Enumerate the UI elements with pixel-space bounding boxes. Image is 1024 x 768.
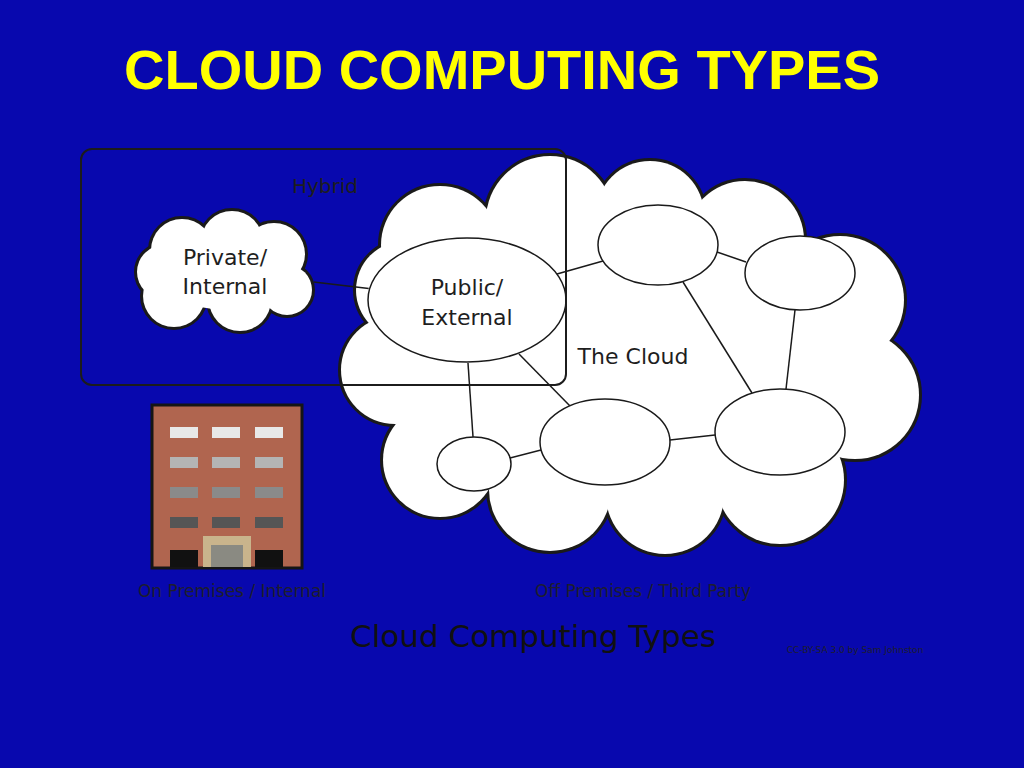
node-label: The Cloud xyxy=(553,343,713,371)
building-window xyxy=(170,487,198,498)
cloud-network xyxy=(437,205,855,491)
building-window xyxy=(212,517,240,528)
office-building xyxy=(152,405,302,568)
ellipse-shape xyxy=(368,238,566,362)
hybrid-box: HybridPrivate/ Internal xyxy=(80,148,567,386)
cloud-host xyxy=(715,389,845,475)
cloud-host xyxy=(437,437,511,491)
building-window xyxy=(255,457,283,468)
zone-label: On Premises / Internal xyxy=(82,580,382,602)
zone-label: Off Premises / Third Party xyxy=(473,580,813,602)
credit-note: CC-BY-SA 3.0 by Sam Johnston xyxy=(735,644,975,656)
network-line xyxy=(468,363,473,437)
diagram-caption: Cloud Computing Types xyxy=(273,618,793,654)
building-window xyxy=(255,550,283,567)
network-line xyxy=(683,282,752,393)
slide-title: CLOUD COMPUTING TYPES xyxy=(2,42,1002,98)
building-window xyxy=(255,487,283,498)
building-window xyxy=(170,550,198,567)
building-window xyxy=(255,427,283,438)
cloud-host xyxy=(745,236,855,310)
building-door xyxy=(211,545,243,567)
node-label: Private/ Internal xyxy=(165,243,285,301)
cloud-host xyxy=(598,205,718,285)
network-line xyxy=(557,261,603,274)
cloud-fill xyxy=(137,211,312,331)
cloud-outline xyxy=(135,209,315,334)
building-window xyxy=(255,517,283,528)
connector-line xyxy=(314,282,369,288)
cloud-edge xyxy=(136,210,313,332)
building-door-frame xyxy=(203,536,251,567)
building-window xyxy=(170,457,198,468)
building-window xyxy=(212,457,240,468)
cloud-host xyxy=(540,399,670,485)
building-window xyxy=(212,487,240,498)
building-window xyxy=(170,517,198,528)
node-label: Hybrid xyxy=(255,173,395,199)
cloud-edge xyxy=(340,155,920,555)
public-ellipse: Public/ External xyxy=(367,237,567,363)
network-line xyxy=(786,310,795,389)
building-window xyxy=(212,427,240,438)
building-body xyxy=(152,405,302,568)
network-line xyxy=(519,354,570,406)
cloud-fill xyxy=(341,156,919,554)
private-cloud: Private/ Internal xyxy=(135,209,315,334)
node-label: Public/ External xyxy=(402,273,532,333)
building-window xyxy=(170,427,198,438)
network-line xyxy=(510,450,541,458)
network-line xyxy=(670,435,715,440)
network-line xyxy=(717,252,746,262)
cloud-core xyxy=(157,234,297,310)
